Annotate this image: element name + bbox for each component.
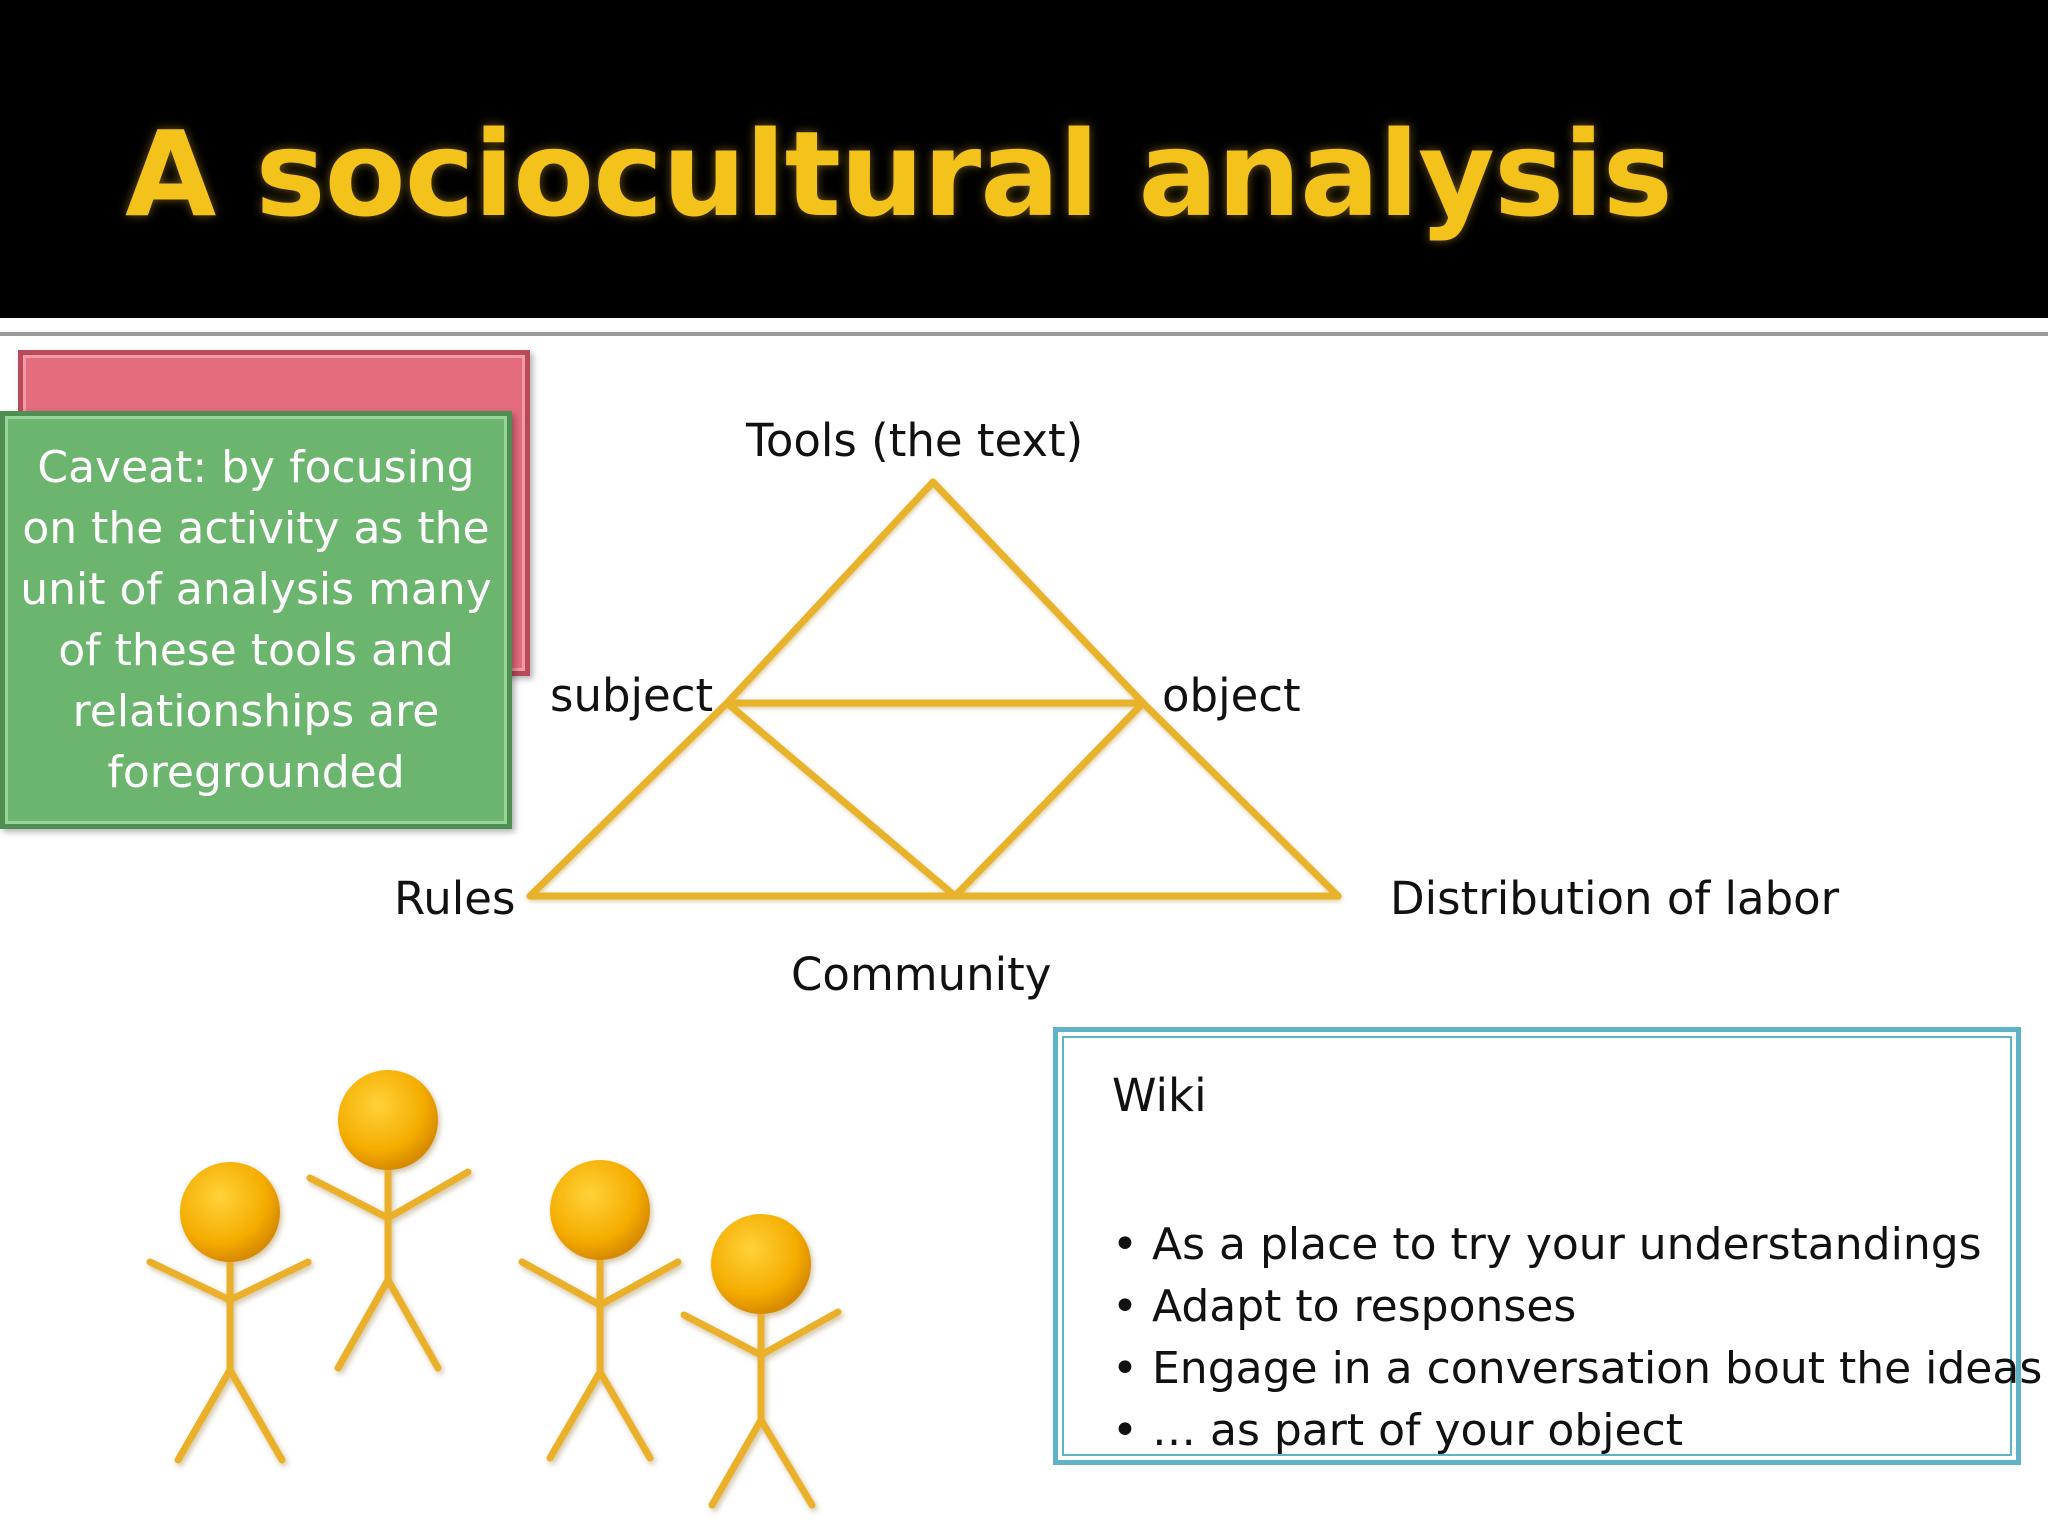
caveat-text: Caveat: by focusing on the activity as t… <box>20 442 492 798</box>
bullet-icon: • <box>1112 1343 1138 1394</box>
list-item: • Adapt to responses <box>1112 1276 2042 1338</box>
list-item: • As a place to try your understandings <box>1112 1214 2042 1276</box>
edge-subject-community <box>723 699 959 900</box>
edge-subject-rules <box>526 699 731 900</box>
wiki-box-inner-border <box>1062 1036 2012 1456</box>
edge-object-community <box>951 699 1147 900</box>
title-divider <box>0 332 2048 336</box>
label-rules: Rules <box>394 872 516 925</box>
wiki-bullet-list: • As a place to try your understandings •… <box>1112 1214 2042 1462</box>
label-object: object <box>1162 669 1301 722</box>
edge-object-division <box>1139 699 1342 900</box>
stick-figure-icon <box>146 1162 312 1464</box>
wiki-heading: Wiki <box>1112 1069 1207 1122</box>
stick-figure-icon <box>306 1070 472 1372</box>
label-division-of-labor: Distribution of labor <box>1390 872 1840 925</box>
label-community: Community <box>791 948 1052 1001</box>
slide-title: A sociocultural analysis <box>125 105 1673 243</box>
list-item: • … as part of your object <box>1112 1400 2042 1462</box>
bullet-icon: • <box>1112 1405 1138 1456</box>
bullet-icon: • <box>1112 1281 1138 1332</box>
caveat-box: Caveat: by focusing on the activity as t… <box>0 411 512 829</box>
label-subject: subject <box>550 669 714 722</box>
list-item-text: As a place to try your understandings <box>1152 1219 1982 1270</box>
stick-figure-icon <box>680 1214 842 1509</box>
list-item: • Engage in a conversation bout the ideas <box>1112 1338 2042 1400</box>
edge-tools-subject <box>723 478 937 707</box>
title-bar: A sociocultural analysis <box>0 0 2048 318</box>
stick-figure-icon <box>518 1160 682 1462</box>
list-item-text: Adapt to responses <box>1152 1281 1577 1332</box>
wiki-box: Wiki • As a place to try your understandi… <box>1053 1027 2042 1465</box>
label-tools: Tools (the text) <box>746 414 1084 467</box>
bullet-icon: • <box>1112 1219 1138 1270</box>
list-item-text: Engage in a conversation bout the ideas <box>1152 1343 2043 1394</box>
edge-tools-object <box>929 478 1147 707</box>
list-item-text: … as part of your object <box>1152 1405 1683 1456</box>
